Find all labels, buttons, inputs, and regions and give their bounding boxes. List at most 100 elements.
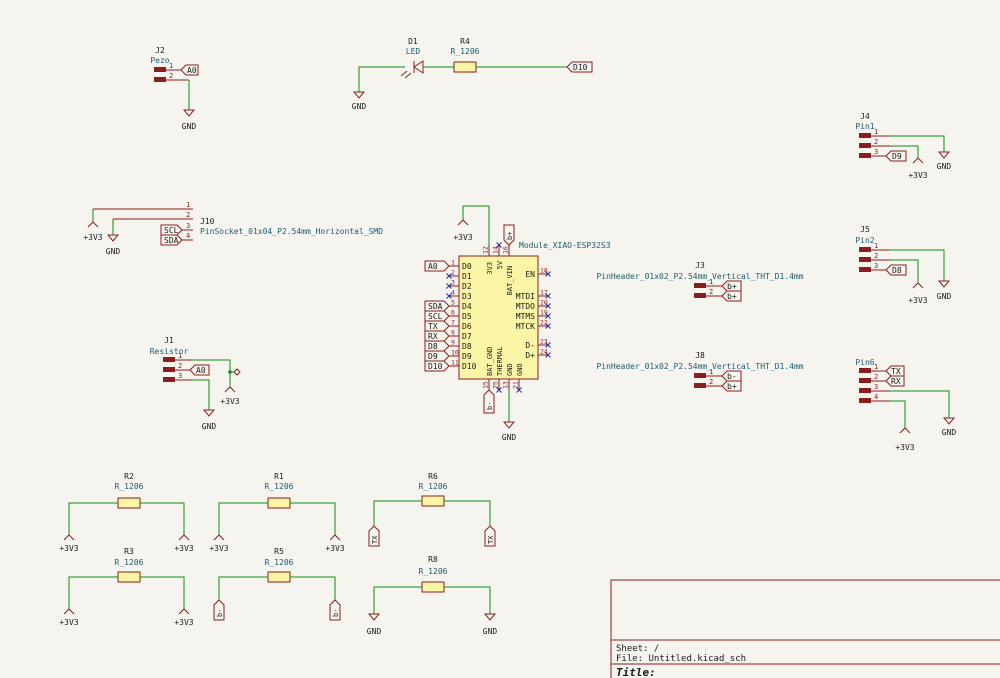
svg-text:RX: RX — [891, 377, 901, 386]
symbol-j5[interactable]: J5 Pin2 1 2 3 GND +3V3 D8 — [855, 225, 951, 305]
led-arrow-1 — [400, 70, 408, 77]
v33-symbol — [87, 221, 99, 228]
svg-text:b+: b+ — [727, 282, 737, 291]
net-label-d10[interactable]: D10 — [566, 61, 593, 73]
symbol-r4[interactable]: R4 R_1206 D10 — [451, 37, 593, 73]
j1-ref: J1 — [164, 336, 174, 345]
net-label-sda[interactable]: SDA — [160, 234, 183, 246]
symbol-j3[interactable]: J3 PinHeader_01x02_P2.54mm_Vertical_THT_… — [596, 261, 804, 302]
v33-text: +3V3 — [908, 171, 927, 180]
symbol-r6[interactable]: R6 R_1206 TX TX — [368, 472, 496, 547]
net-label-d8[interactable] — [424, 340, 450, 352]
net-label-r5-b-minus-left[interactable]: b- — [213, 599, 225, 621]
net-label-r6-tx-right[interactable]: TX — [484, 525, 496, 547]
net-label-j6-rx[interactable]: RX — [885, 375, 905, 387]
symbol-j10[interactable]: 1 2 3 4 J10 PinSocket_01x04_P2.54mm_Hori… — [83, 201, 383, 256]
j2-pin-1-num: 1 — [169, 62, 173, 70]
module-pin-6-label: SCL — [428, 312, 443, 321]
svg-text:D9: D9 — [892, 152, 902, 161]
gnd-symbol — [106, 234, 120, 242]
v33-text: +3V3 — [220, 397, 239, 406]
module-name: Module_XIAO-ESP32S3 — [519, 241, 611, 250]
net-label-a0[interactable]: A0 — [180, 64, 199, 76]
net-label-scl[interactable]: SCL — [160, 224, 183, 236]
j6-pin-1-num: 1 — [874, 363, 878, 371]
module-pin-1-num: 1 — [451, 259, 455, 267]
j2-ref: J2 — [155, 46, 165, 55]
d1-gnd-wire — [358, 66, 405, 92]
j6-pin-2-num: 2 — [874, 373, 878, 381]
symbol-r3[interactable]: R3 R_1206 +3V3 +3V3 — [59, 547, 193, 627]
module-pin-18-name: EN — [525, 270, 535, 279]
symbol-j4[interactable]: J4 Pin1 1 2 3 GND +3V3 D9 — [855, 112, 951, 180]
j2-pin-2-num: 2 — [169, 72, 173, 80]
symbol-j6[interactable]: Pin6 1 2 3 4 TX RX GND +3V3 — [855, 358, 956, 452]
net-label-r5-b-minus-right[interactable]: b- — [329, 599, 341, 621]
symbol-j1[interactable]: J1 Resistor 1 2 3 +3V3 A0 GND — [150, 336, 241, 431]
symbol-r2[interactable]: R2 R_1206 +3V3 +3V3 — [59, 472, 193, 553]
net-label-a0[interactable] — [424, 260, 450, 272]
module-pin-24-num: 24 — [540, 348, 548, 356]
r1-value: R_1206 — [265, 482, 294, 491]
symbol-d1[interactable]: D1 LED GND — [352, 37, 454, 111]
svg-text:SDA: SDA — [164, 236, 179, 245]
module-pin-7-label: TX — [428, 322, 438, 331]
gnd-symbol — [483, 613, 497, 621]
net-label-d10[interactable] — [424, 360, 450, 372]
net-label-j6-tx[interactable]: TX — [885, 365, 905, 377]
v33-symbol — [178, 534, 190, 541]
v33-symbol — [329, 534, 341, 541]
v33-text: +3V3 — [209, 544, 228, 553]
module-pin-6-num: 6 — [451, 309, 455, 317]
net-label-b-plus-top[interactable]: b+ — [503, 224, 515, 246]
j3-value: PinHeader_01x02_P2.54mm_Vertical_THT_D1.… — [596, 272, 803, 281]
r5-value: R_1206 — [265, 558, 294, 567]
module-pin-7-num: 7 — [451, 319, 455, 327]
j4-ref: J4 — [860, 112, 870, 121]
net-label-b-minus-bottom[interactable]: b- — [483, 389, 495, 414]
net-label-d8[interactable]: D8 — [885, 264, 907, 276]
j4-pin-1-num: 1 — [874, 128, 878, 136]
net-label-d9[interactable]: D9 — [885, 150, 907, 162]
module-pin-14-num: 14 — [492, 246, 500, 254]
j10-ref: J10 — [200, 217, 215, 226]
module-pin-12-num: 12 — [482, 246, 490, 254]
symbol-r8[interactable]: R8 R_1206 GND GND — [367, 555, 498, 636]
j10-value: PinSocket_01x04_P2.54mm_Horizontal_SMD — [200, 227, 383, 236]
net-label-d9[interactable] — [424, 350, 450, 362]
net-label-j8-b-minus[interactable]: b- — [721, 370, 742, 382]
v33-symbol — [899, 427, 911, 434]
module-pin-4-no-connect-icon — [446, 293, 452, 299]
module-pin-14-name: 5V — [496, 260, 504, 269]
symbol-r5[interactable]: R5 R_1206 b- b- — [213, 547, 341, 621]
net-label-r6-tx-left[interactable]: TX — [368, 525, 380, 547]
module-pin-14-no-connect-icon — [496, 242, 502, 248]
module-pin-22-num: 22 — [540, 319, 548, 327]
module-pin-9-label: D8 — [428, 342, 438, 351]
symbol-j2[interactable]: J2 Pezo 1 2 A0 GND — [150, 46, 199, 131]
module-pin-21-name: GND — [516, 363, 524, 376]
net-label-j1-a0[interactable]: A0 — [189, 364, 210, 376]
net-label-j8-b-plus[interactable]: b+ — [721, 380, 742, 392]
net-label-tx[interactable] — [424, 320, 450, 332]
net-label-rx[interactable] — [424, 330, 450, 342]
module-pin-2-num: 2 — [451, 269, 455, 277]
gnd-symbol — [502, 421, 516, 429]
r6-value: R_1206 — [419, 482, 448, 491]
j4-pin-3-num: 3 — [874, 148, 878, 156]
symbol-j8[interactable]: J8 PinHeader_01x02_P2.54mm_Vertical_THT_… — [596, 351, 804, 392]
module-pin-21-no-connect-icon — [516, 387, 522, 393]
module-pin-24-no-connect-icon — [545, 352, 551, 358]
symbol-r1[interactable]: R1 R_1206 +3V3 +3V3 — [209, 472, 344, 553]
net-label-scl[interactable] — [424, 310, 450, 322]
v33-symbol — [63, 534, 75, 541]
net-label-j3-b-plus-1[interactable]: b+ — [721, 280, 742, 292]
j5-pin-1-num: 1 — [874, 242, 878, 250]
net-label-j3-b-plus-2[interactable]: b+ — [721, 290, 742, 302]
net-label-sda[interactable] — [424, 300, 450, 312]
